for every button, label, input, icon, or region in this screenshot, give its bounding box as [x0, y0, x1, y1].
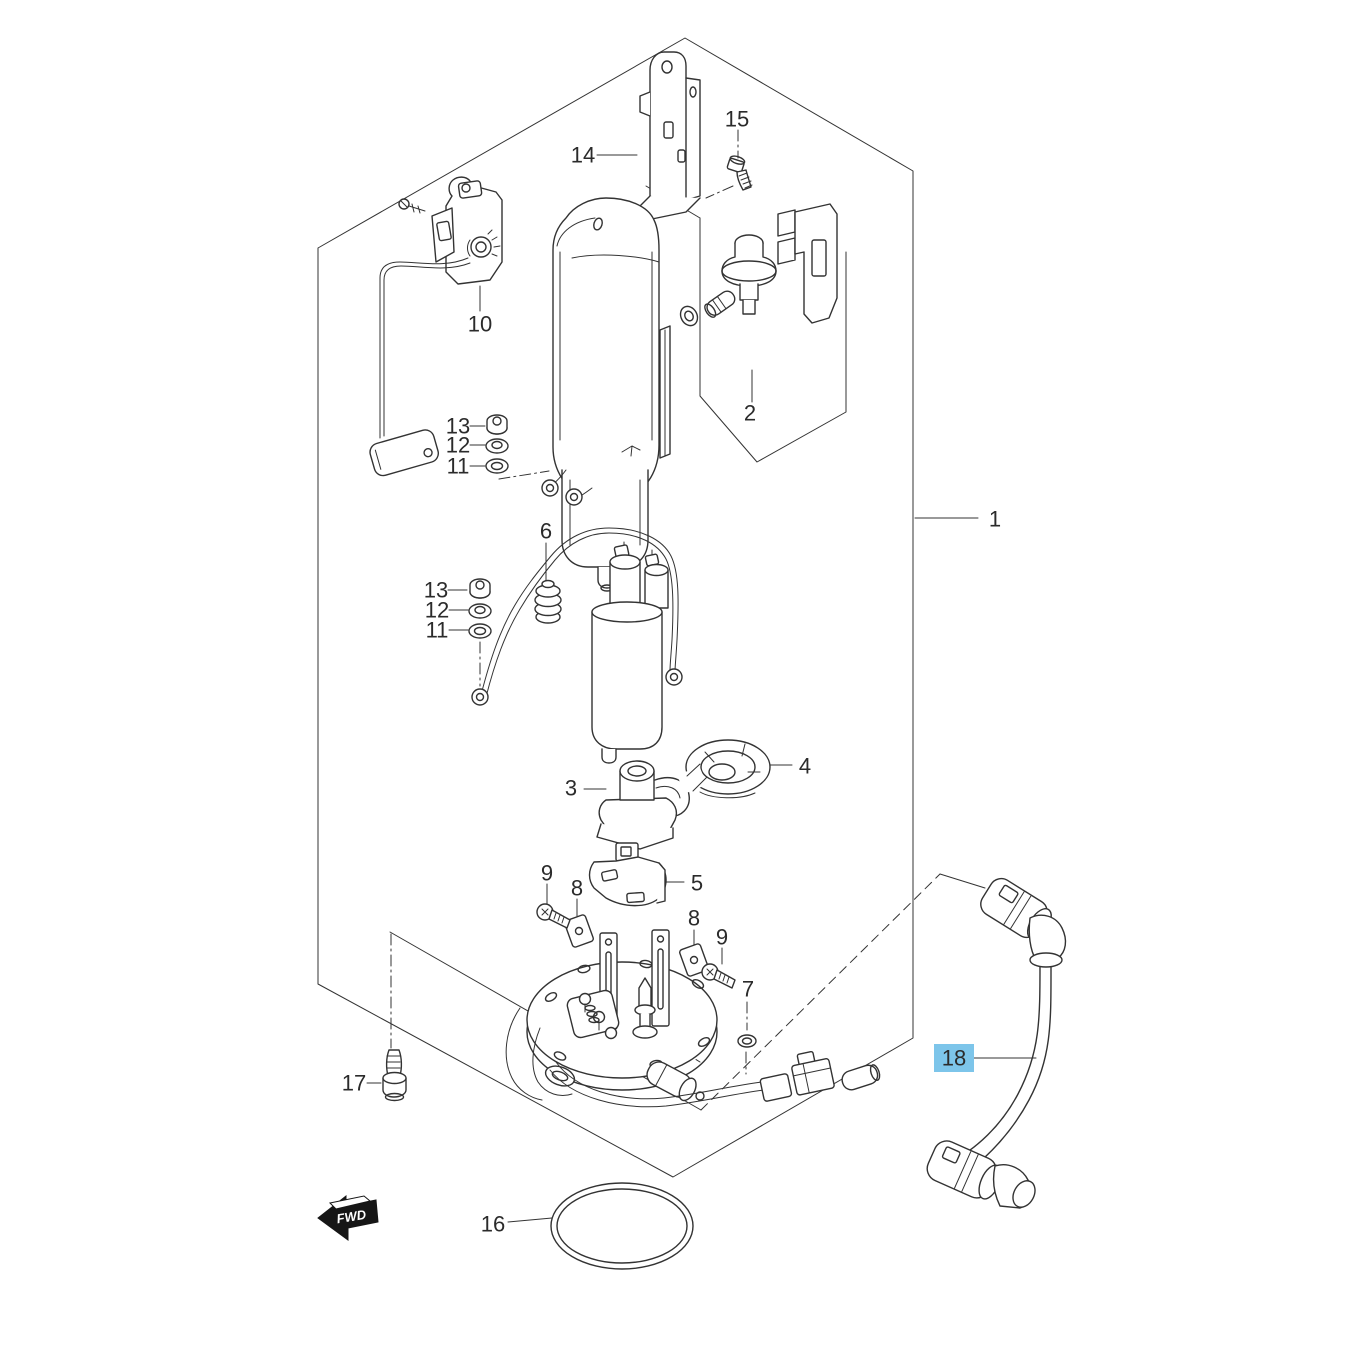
fuel-sender-10: [369, 176, 503, 477]
pump-holder-3: [583, 760, 690, 850]
clamp-plate-8-right: [679, 929, 709, 977]
pressure-regulator-2: [679, 203, 838, 403]
screw-9-left: [536, 883, 571, 929]
part-label-11-15[interactable]: 11: [426, 618, 449, 643]
fwd-arrow-label: FWD: [336, 1207, 368, 1227]
part-label-4-3[interactable]: 4: [799, 754, 811, 779]
assembly-centerlines: [390, 129, 748, 1075]
part-label-18-22[interactable]: 18: [942, 1046, 966, 1071]
retainer-bracket-5: [588, 842, 685, 907]
part-label-8-9[interactable]: 8: [688, 906, 700, 931]
part-label-16-20[interactable]: 16: [481, 1212, 505, 1237]
part-label-11-12[interactable]: 11: [447, 454, 470, 479]
leader-11-12-13-lower: [447, 589, 469, 631]
part-label-17-21[interactable]: 17: [342, 1071, 366, 1096]
fastener-stack-upper: [485, 414, 509, 474]
cushion-ring-4: [677, 739, 793, 799]
part-label-9-10[interactable]: 9: [716, 925, 728, 950]
leader-11-12-13-upper: [469, 425, 486, 467]
washer-7: [737, 1034, 757, 1048]
part-label-8-7[interactable]: 8: [571, 876, 583, 901]
part-label-13-17[interactable]: 13: [424, 578, 448, 603]
fuel-hose-18: [926, 877, 1067, 1209]
part-label-2-1[interactable]: 2: [744, 401, 756, 426]
fwd-arrow: FWD: [317, 1194, 379, 1241]
flange-assembly: [505, 929, 881, 1108]
part-label-15-19[interactable]: 15: [725, 107, 749, 132]
fastener-stack-lower: [468, 578, 492, 639]
part-label-12-13[interactable]: 12: [446, 433, 470, 458]
part-label-6-5[interactable]: 6: [540, 519, 552, 544]
leader-lines: [447, 154, 1037, 1059]
main-panel-outline: [317, 37, 914, 1178]
part-label-10-11[interactable]: 10: [468, 312, 492, 337]
filter-canister: [541, 197, 671, 592]
mounting-bracket-14: [611, 51, 701, 233]
o-ring-16: [507, 1182, 694, 1270]
clamp-plate-8-left: [564, 898, 594, 948]
pump-and-wires: [471, 527, 683, 764]
part-label-5-4[interactable]: 5: [691, 871, 703, 896]
bolt-15: [726, 155, 753, 191]
part-label-3-2[interactable]: 3: [565, 776, 577, 801]
part-label-7-6[interactable]: 7: [742, 977, 754, 1002]
part-label-9-8[interactable]: 9: [541, 861, 553, 886]
part-label-14-18[interactable]: 14: [571, 143, 595, 168]
part-label-highlight-box: [934, 1044, 974, 1072]
bolt-17: [366, 1049, 407, 1102]
part-label-13-14[interactable]: 13: [446, 414, 470, 439]
part-label-12-16[interactable]: 12: [425, 598, 449, 623]
screw-9-right: [701, 947, 736, 989]
part-label-1-0[interactable]: 1: [989, 507, 1001, 532]
